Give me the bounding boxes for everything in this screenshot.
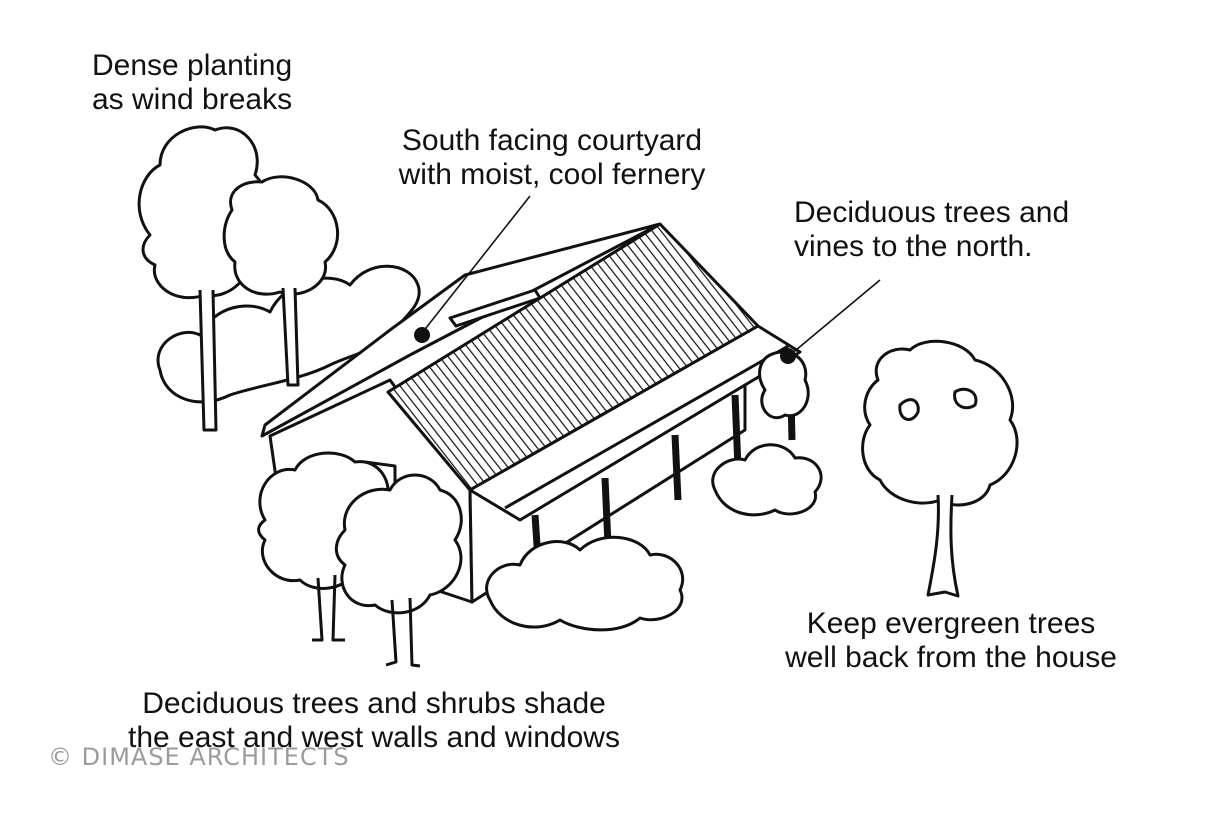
- east-tree-left-trunk: [312, 574, 345, 642]
- windbreak-trunk-left: [198, 289, 218, 432]
- evergreen-mark-1: [898, 398, 920, 421]
- windbreak-label-line-2: as wind breaks: [92, 83, 293, 116]
- leader-north: [789, 279, 881, 356]
- callout-leaders: [421, 195, 881, 356]
- pergola-beam: [504, 343, 791, 510]
- north-trees-label: Deciduous trees and vines to the north.: [794, 196, 1069, 264]
- back-roof: [260, 222, 662, 438]
- east-tree-right-trunk: [385, 597, 421, 668]
- copyright-watermark: © DIMASE ARCHITECTS: [48, 743, 350, 771]
- courtyard-label: South facing courtyard with moist, cool …: [366, 124, 738, 192]
- east-west-shade-label-line-2: the east and west walls and windows: [128, 721, 620, 754]
- roof-skylight: [448, 288, 542, 328]
- east-west-shade-label: Deciduous trees and shrubs shade the eas…: [84, 687, 664, 755]
- evergreen-mark-2: [953, 387, 978, 410]
- evergreen-label: Keep evergreen trees well back from the …: [756, 607, 1146, 675]
- vine-clump: [758, 350, 810, 419]
- evergreen-trunk: [926, 494, 960, 598]
- north-trees-label-line-2: vines to the north.: [794, 230, 1033, 263]
- windbreak-label: Dense planting as wind breaks: [92, 49, 292, 117]
- leader-courtyard: [421, 195, 531, 334]
- evergreen-tree: [861, 339, 1019, 598]
- verandah-post-2: [601, 477, 612, 546]
- windbreak-tree-right-canopy: [222, 175, 340, 296]
- courtyard-marker-dot: [414, 327, 430, 343]
- evergreen-canopy: [861, 339, 1019, 507]
- north-trees-label-line-1: Deciduous trees and: [794, 196, 1070, 229]
- shrub-front: [485, 535, 685, 632]
- evergreen-label-line-1: Keep evergreen trees: [806, 607, 1096, 640]
- courtyard-label-line-1: South facing courtyard: [401, 124, 703, 157]
- evergreen-label-line-2: well back from the house: [785, 641, 1117, 674]
- verandah-pergola: [468, 324, 802, 522]
- windbreak-label-line-1: Dense planting: [92, 49, 293, 82]
- windbreak-trees: [137, 125, 421, 432]
- verandah-post-3: [671, 434, 682, 501]
- verandah-post-4: [731, 394, 742, 469]
- windbreak-trunk-right: [281, 287, 300, 387]
- north-marker-dot: [780, 348, 796, 364]
- east-tree-right-canopy: [334, 473, 463, 615]
- shrub-right: [711, 443, 823, 517]
- east-west-shade-label-line-1: Deciduous trees and shrubs shade: [142, 687, 606, 720]
- courtyard-label-line-2: with moist, cool fernery: [398, 158, 706, 191]
- east-west-trees: [257, 451, 463, 668]
- verandah-shrubs: [485, 350, 823, 632]
